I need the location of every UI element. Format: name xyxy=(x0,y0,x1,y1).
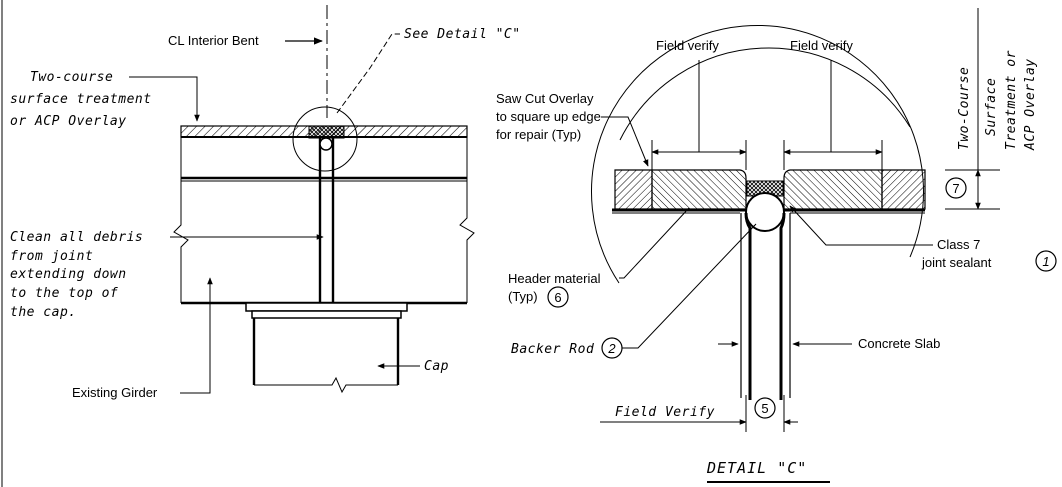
clean-debris-label-2: from joint xyxy=(10,249,93,264)
cap-label: Cap xyxy=(424,359,449,374)
side-label-3: Treatment or xyxy=(1004,50,1019,150)
field-verify-right-label: Field verify xyxy=(790,38,853,53)
field-verify-left-label: Field verify xyxy=(656,38,719,53)
concrete-slab-label: Concrete Slab xyxy=(858,336,940,351)
surface-treatment-label-2: surface treatment xyxy=(10,92,152,107)
clean-debris-label-5: the cap. xyxy=(10,305,77,320)
callout-5-circle xyxy=(754,397,776,419)
existing-girder-label: Existing Girder xyxy=(72,385,158,400)
side-label-1: Two-Course xyxy=(957,67,972,150)
cl-interior-bent-label: CL Interior Bent xyxy=(168,33,259,48)
callout-6-circle xyxy=(547,286,569,308)
callout-5: 5 xyxy=(761,401,768,416)
backer-rod-label: Backer Rod xyxy=(511,342,594,357)
saw-cut-label-3: for repair (Typ) xyxy=(496,127,581,142)
header-material-label-1: Header material xyxy=(508,271,601,286)
side-label-4: ACP Overlay xyxy=(1023,58,1038,151)
surface-treatment-label-1: Two-course xyxy=(30,70,113,85)
callout-1-circle xyxy=(1035,250,1057,272)
callout-1: 1 xyxy=(1042,254,1049,269)
clean-debris-label-1: Clean all debris xyxy=(10,230,143,245)
detail-c-boundary-circle xyxy=(590,25,924,284)
left-elevation-view: CL Interior Bent See Detail "C" Two-cour… xyxy=(10,5,521,400)
see-detail-c-label: See Detail "C" xyxy=(404,27,521,42)
callout-6: 6 xyxy=(554,290,561,305)
side-label-2: Surface xyxy=(984,78,999,136)
backer-rod-small xyxy=(319,137,333,151)
callout-7: 7 xyxy=(952,181,959,196)
clean-debris-label-4: to the top of xyxy=(10,286,118,301)
header-material-label-2: (Typ) xyxy=(508,289,538,304)
saw-cut-label-2: to square up edge xyxy=(496,109,601,124)
detail-c-view: Field verify Field verify Saw Cut Overla… xyxy=(496,8,1057,483)
field-verify-bottom-label: Field Verify xyxy=(615,405,715,420)
surface-treatment-label-3: or ACP Overlay xyxy=(10,114,127,129)
detail-c-title: DETAIL "C" xyxy=(706,459,807,477)
saw-cut-label-1: Saw Cut Overlay xyxy=(496,91,594,106)
callout-7-circle xyxy=(945,177,967,199)
backer-rod xyxy=(745,192,785,232)
detail-c-callout-circle xyxy=(292,106,358,172)
class7-label-2: joint sealant xyxy=(921,255,992,270)
clean-debris-label-3: extending down xyxy=(10,267,127,282)
callout-2: 2 xyxy=(607,341,616,356)
class7-label-1: Class 7 xyxy=(937,237,980,252)
